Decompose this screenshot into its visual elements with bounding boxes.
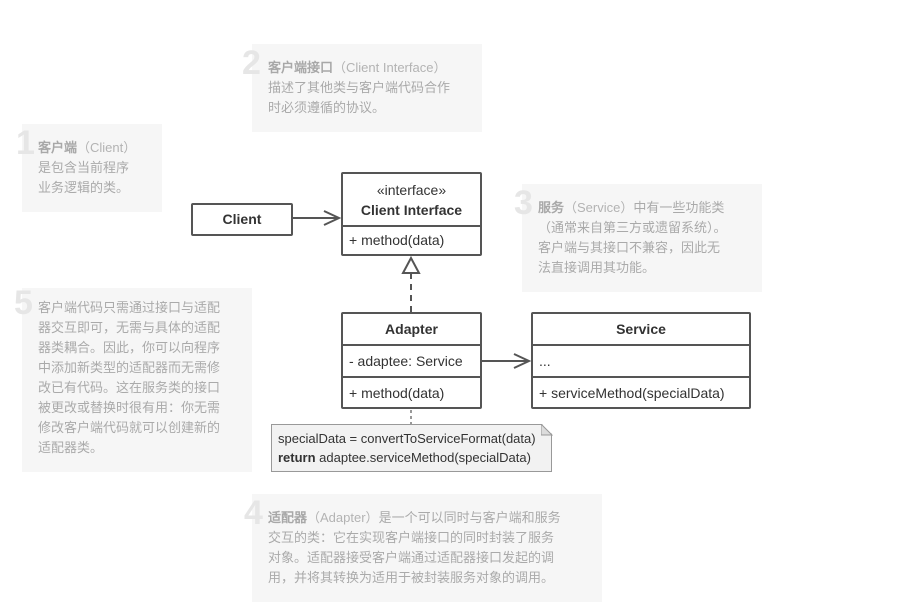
class-name: Client [222, 211, 262, 227]
note-line: 客户端与其接口不兼容，因此无 [538, 240, 721, 255]
note-line: 修改客户端代码就可以创建新的 [38, 420, 221, 435]
code-keyword: return [278, 450, 316, 465]
note-adapter: 4 适配器（Adapter）是一个可以同时与客户端和服务 交互的类：它在实现客户… [244, 494, 602, 602]
note-line: （通常来自第三方或遗留系统）。 [538, 220, 727, 235]
note-service: 3 服务（Service）中有一些功能类 （通常来自第三方或遗留系统）。 客户端… [514, 184, 762, 292]
class-stereotype: «interface» [376, 182, 447, 198]
note-title-tail: 是一个可以同时与客户端和服务 [378, 510, 561, 525]
note-title: 客户端接口 [268, 60, 334, 75]
adapter-to-service-arrowhead [513, 353, 532, 369]
note-line: 器类耦合。因此，你可以向程序 [38, 340, 221, 355]
class-method: + serviceMethod(specialData) [533, 376, 749, 409]
service-class: Service ... + serviceMethod(specialData) [531, 312, 751, 409]
realization-triangle [401, 255, 421, 274]
code-line-2-rest: adaptee.serviceMethod(specialData) [315, 450, 531, 465]
class-header: «interface» Client Interface [343, 174, 480, 225]
note-line: 法直接调用其功能。 [538, 260, 656, 275]
note-title-en: （Adapter） [307, 510, 379, 525]
note-client-interface: 2 客户端接口（Client Interface） 描述了其他类与客户端代码合作… [242, 44, 482, 132]
note-line: 时必须遵循的协议。 [268, 100, 386, 115]
note-number: 3 [514, 184, 533, 222]
client-class: Client [191, 203, 293, 236]
adapter-class: Adapter - adaptee: Service + method(data… [341, 312, 482, 409]
note-title-en: （Client Interface） [333, 60, 447, 75]
note-line: 是包含当前程序 [38, 160, 130, 175]
class-name: Service [616, 321, 666, 337]
note-title-tail: 中有一些功能类 [633, 200, 725, 215]
note-line: 被更改或替换时很有用：你无需 [38, 400, 221, 415]
note-client: 1 客户端（Client） 是包含当前程序 业务逻辑的类。 [16, 124, 162, 212]
class-name: Client Interface [360, 202, 463, 218]
note-line: 描述了其他类与客户端代码合作 [268, 80, 451, 95]
note-line: 交互的类：它在实现客户端接口的同时封装了服务 [268, 530, 555, 545]
class-field: - adaptee: Service [343, 344, 480, 376]
note-line: 器交互即可，无需与具体的适配 [38, 320, 221, 335]
note-title-en: （Client） [77, 140, 137, 155]
note-line: 客户端代码只需通过接口与适配 [38, 300, 221, 315]
code-line-2: return adaptee.serviceMethod(specialData… [278, 448, 545, 467]
note-line: 改已有代码。这在服务类的接口 [38, 380, 221, 395]
note-benefit: 5 客户端代码只需通过接口与适配 器交互即可，无需与具体的适配 器类耦合。因此，… [14, 286, 252, 472]
note-title-en: （Service） [564, 200, 634, 215]
class-method: + method(data) [343, 225, 480, 254]
code-note-fold-icon [541, 424, 553, 436]
note-title: 服务 [538, 200, 565, 215]
note-title: 适配器 [268, 510, 308, 525]
note-line: 适配器类。 [38, 440, 104, 455]
class-name: Adapter [385, 321, 438, 337]
client-interface-class: «interface» Client Interface + method(da… [341, 172, 482, 256]
code-note: specialData = convertToServiceFormat(dat… [271, 424, 552, 472]
note-number: 4 [244, 494, 263, 532]
note-line: 中添加新类型的适配器而无需修 [38, 360, 221, 375]
note-number: 2 [242, 44, 261, 82]
note-number: 5 [14, 284, 33, 322]
class-method: + method(data) [343, 376, 480, 409]
note-line: 用，并将其转换为适用于被封装服务对象的调用。 [268, 570, 555, 585]
note-title: 客户端 [38, 140, 78, 155]
client-to-interface-arrowhead [323, 210, 342, 226]
code-line-1: specialData = convertToServiceFormat(dat… [278, 431, 536, 446]
note-number: 1 [16, 124, 35, 162]
class-field: ... [533, 344, 749, 376]
note-line: 业务逻辑的类。 [38, 180, 130, 195]
note-line: 对象。适配器接受客户端通过适配器接口发起的调 [268, 550, 555, 565]
